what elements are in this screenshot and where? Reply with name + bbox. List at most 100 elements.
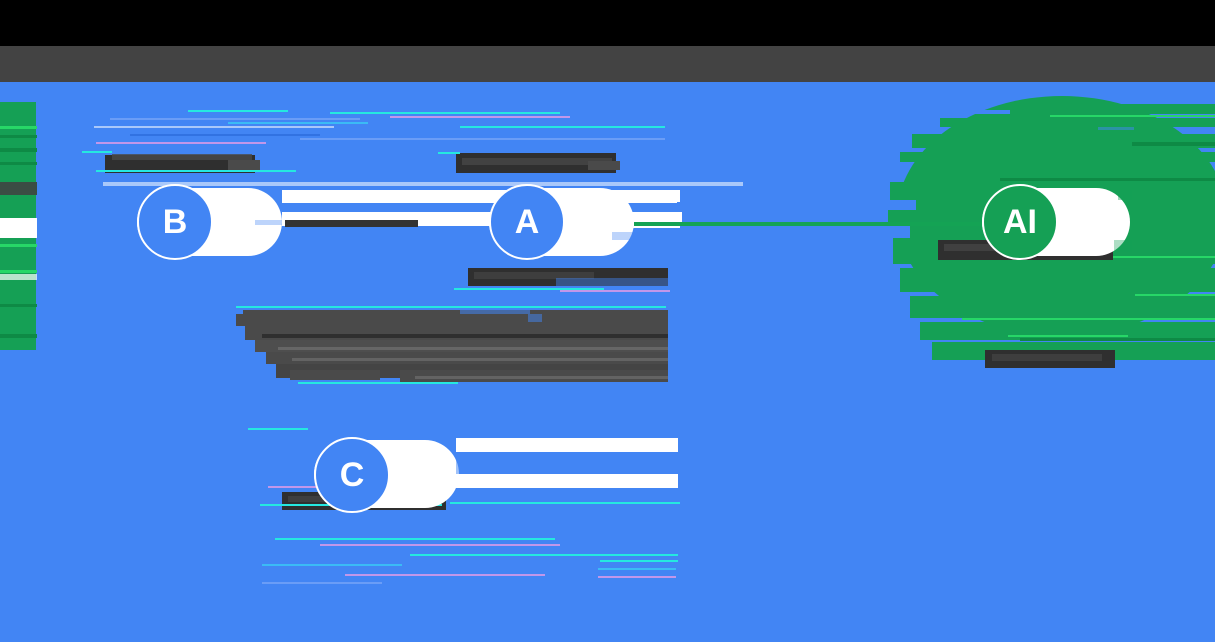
- glitch-scanline: [94, 126, 334, 128]
- description-smear: [415, 376, 668, 379]
- node-a-label-smear: [462, 158, 612, 165]
- glitch-slice: [0, 334, 37, 338]
- description-smear: [255, 340, 668, 352]
- node-a-sublabel: [468, 268, 673, 286]
- window-title-bar: [0, 46, 1215, 117]
- glitch-slice: [0, 162, 37, 165]
- glitch-slice: [1000, 178, 1215, 181]
- glitch-slice: [255, 220, 283, 225]
- glitch-slice: [1132, 142, 1215, 146]
- glitch-scanline: [345, 574, 545, 576]
- glitch-scanline: [130, 134, 320, 136]
- node-b-label-smear: [228, 160, 260, 170]
- glitch-scanline: [248, 428, 308, 430]
- glitch-scanline: [390, 116, 570, 118]
- glitch-slice: [137, 194, 149, 198]
- glitch-slice: [0, 182, 37, 195]
- description-smear: [290, 370, 380, 380]
- node-ai-sublabel: [985, 350, 1120, 368]
- glitch-slice: [612, 232, 640, 240]
- glitch-slice: [460, 308, 530, 314]
- glitch-slice: [888, 226, 910, 238]
- glitch-slice: [1114, 240, 1132, 252]
- description-smear: [292, 358, 668, 361]
- glitch-slice: [1020, 338, 1215, 341]
- glitch-scanline: [96, 142, 266, 144]
- glitch-slice: [1135, 294, 1215, 296]
- glitch-slice: [556, 278, 671, 286]
- glitch-slice: [456, 452, 464, 474]
- node-a-badge-text: A: [514, 202, 540, 241]
- glitch-scanline: [330, 112, 560, 114]
- glitch-scanline: [460, 126, 665, 128]
- glitch-scanline: [454, 288, 604, 290]
- glitch-slice: [890, 200, 916, 210]
- glitch-slice: [1098, 127, 1134, 130]
- glitch-slice: [0, 274, 37, 280]
- node-ai-badge-text: AI: [1003, 202, 1037, 241]
- glitch-slice: [528, 314, 542, 322]
- glitch-slice: [233, 308, 243, 314]
- edge-b-to-a: [285, 220, 418, 227]
- node-a-badge[interactable]: A: [489, 184, 565, 260]
- glitch-scanline: [438, 152, 460, 154]
- glitch-slice: [900, 152, 1215, 162]
- glitch-slice: [632, 190, 680, 202]
- description-smear: [262, 334, 668, 338]
- description-smear: [236, 310, 668, 326]
- node-ai-sublabel-smear: [992, 354, 1102, 361]
- glitch-scanline: [96, 170, 296, 172]
- node-a-label-smear: [588, 161, 620, 170]
- glitch-slice: [940, 118, 1215, 127]
- node-b-badge-text: B: [162, 202, 188, 241]
- glitch-scanline: [236, 306, 666, 308]
- glitch-slice: [103, 182, 743, 186]
- glitch-slice: [0, 135, 37, 138]
- glitch-scanline: [188, 110, 288, 112]
- glitch-scanline: [300, 138, 665, 140]
- glitch-slice: [0, 126, 37, 129]
- glitch-slice: [1050, 115, 1215, 117]
- glitch-slice: [0, 244, 37, 247]
- glitch-scanline: [598, 568, 676, 570]
- glitch-slice: [0, 270, 37, 273]
- glitch-scanline: [82, 151, 112, 153]
- edge-a-to-ai: [634, 222, 994, 226]
- node-c-badge-text: C: [339, 455, 365, 494]
- node-ai-badge[interactable]: AI: [982, 184, 1058, 260]
- glitch-scanline: [410, 554, 678, 556]
- glitch-scanline: [228, 122, 368, 124]
- glitch-scanline: [110, 118, 360, 120]
- glitch-scanline: [450, 502, 680, 504]
- glitch-slice: [0, 304, 37, 307]
- glitch-slice: [456, 474, 678, 488]
- glitch-slice: [920, 322, 1215, 340]
- top-black-band: [0, 0, 1215, 46]
- glitch-scanline: [275, 538, 555, 540]
- node-b-badge[interactable]: B: [137, 184, 213, 260]
- glitch-slice: [456, 438, 678, 452]
- glitch-slice: [0, 218, 37, 238]
- glitch-slice: [910, 296, 1215, 318]
- glitch-scanline: [320, 544, 560, 546]
- node-c-badge[interactable]: C: [314, 437, 390, 513]
- glitch-scanline: [598, 576, 676, 578]
- glitch-scanline: [262, 582, 382, 584]
- glitch-slice: [1090, 256, 1215, 258]
- glitch-scanline: [560, 290, 670, 292]
- glitch-slice: [897, 110, 1017, 114]
- node-a-label: [456, 153, 621, 173]
- node-a-sublabel-smear: [474, 272, 594, 279]
- glitch-slice: [1118, 190, 1132, 200]
- glitch-scanline: [262, 564, 402, 566]
- glitch-slice: [1010, 104, 1215, 114]
- node-b-label-smear: [112, 154, 252, 160]
- glitch-slice: [1008, 335, 1128, 337]
- glitch-scanline: [600, 560, 678, 562]
- glitch-slice: [0, 148, 37, 152]
- description-smear: [278, 347, 668, 350]
- glitch-slice: [962, 318, 1215, 320]
- glitch-scanline: [298, 382, 458, 384]
- diagram-canvas: B A AI: [0, 82, 1215, 642]
